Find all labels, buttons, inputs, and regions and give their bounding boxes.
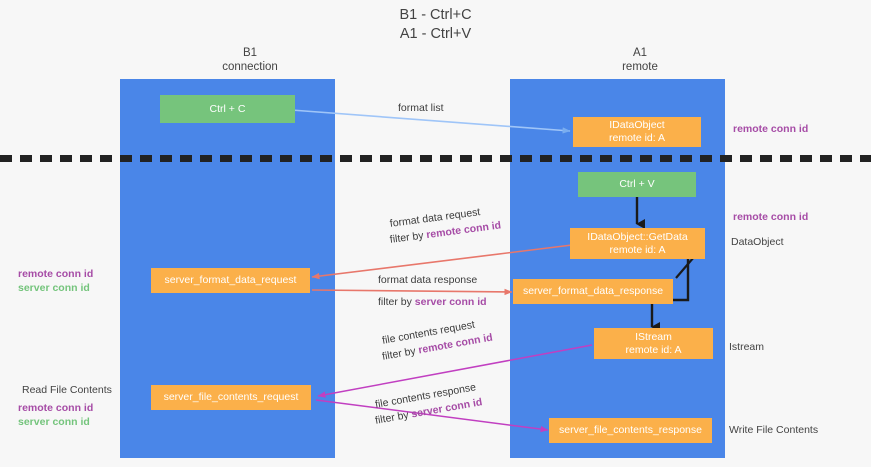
column-header-b1-name: B1	[242, 47, 258, 59]
annotation-write-file-contents: Write File Contents	[729, 424, 819, 436]
filter-by-text-3: filter by	[381, 345, 417, 363]
edge-label-format-list: format list	[398, 102, 444, 114]
box-server-file-contents-request-label: server_file_contents_request	[163, 391, 299, 403]
box-idataobject[interactable]: IDataObject remote id: A	[573, 117, 701, 147]
box-ctrl-c[interactable]: Ctrl + C	[160, 95, 295, 123]
column-header-b1-role: connection	[222, 61, 278, 73]
box-idataobject-label: IDataObject	[609, 119, 665, 131]
annotation-left-remote-conn-id-2: remote conn id	[18, 402, 94, 414]
box-idataobject-getdata[interactable]: IDataObject::GetData remote id: A	[570, 228, 705, 259]
annotation-remote-conn-id-top: remote conn id	[733, 123, 809, 135]
box-ctrl-v[interactable]: Ctrl + V	[578, 172, 696, 197]
box-server-format-data-response-label: server_format_data_response	[522, 285, 664, 297]
box-ctrl-c-label: Ctrl + C	[209, 102, 246, 115]
keyword-server-conn-id: server conn id	[414, 296, 487, 308]
box-istream[interactable]: IStream remote id: A	[594, 328, 713, 359]
box-server-file-contents-response-label: server_file_contents_response	[558, 424, 702, 436]
annotation-remote-conn-id-mid: remote conn id	[733, 211, 809, 223]
box-idataobject-sub: remote id: A	[608, 132, 666, 144]
annotation-dataobject: DataObject	[731, 236, 784, 248]
box-getdata-label: IDataObject::GetData	[587, 230, 688, 243]
annotation-left-remote-conn-id: remote conn id	[18, 268, 94, 280]
box-istream-label: IStream	[635, 330, 672, 343]
column-header-a1-name: A1	[632, 47, 648, 59]
phase-divider	[0, 155, 871, 162]
title-line-2: A1 - Ctrl+V	[399, 26, 472, 42]
annotation-left-server-conn-id-2: server conn id	[18, 415, 90, 428]
annotation-left-server-conn-id: server conn id	[18, 281, 90, 294]
box-server-format-data-request[interactable]: server_format_data_request	[151, 268, 310, 293]
title-line-1: B1 - Ctrl+C	[399, 7, 472, 23]
filter-by-text-2: filter by	[378, 296, 412, 308]
annotation-istream: Istream	[729, 341, 765, 353]
box-server-format-data-request-label: server_format_data_request	[164, 274, 297, 286]
edge-label-format-data-response-filter: filter by server conn id	[378, 295, 487, 309]
box-istream-sub: remote id: A	[625, 343, 682, 356]
filter-by-text-4: filter by	[374, 409, 410, 427]
box-getdata-sub: remote id: A	[609, 243, 666, 256]
column-header-a1-role: remote	[622, 61, 658, 73]
box-server-format-data-response[interactable]: server_format_data_response	[513, 279, 673, 304]
page-title: B1 - Ctrl+C A1 - Ctrl+V	[0, 6, 871, 44]
annotation-read-file-contents: Read File Contents	[22, 384, 112, 396]
box-server-file-contents-response[interactable]: server_file_contents_response	[549, 418, 712, 443]
column-header-a1: A1 remote	[545, 46, 735, 74]
edge-label-format-data-response: format data response	[378, 274, 478, 286]
box-ctrl-v-label: Ctrl + V	[619, 178, 655, 190]
filter-by-text: filter by	[389, 229, 425, 246]
column-header-b1: B1 connection	[155, 46, 345, 74]
box-server-file-contents-request[interactable]: server_file_contents_request	[151, 385, 311, 410]
